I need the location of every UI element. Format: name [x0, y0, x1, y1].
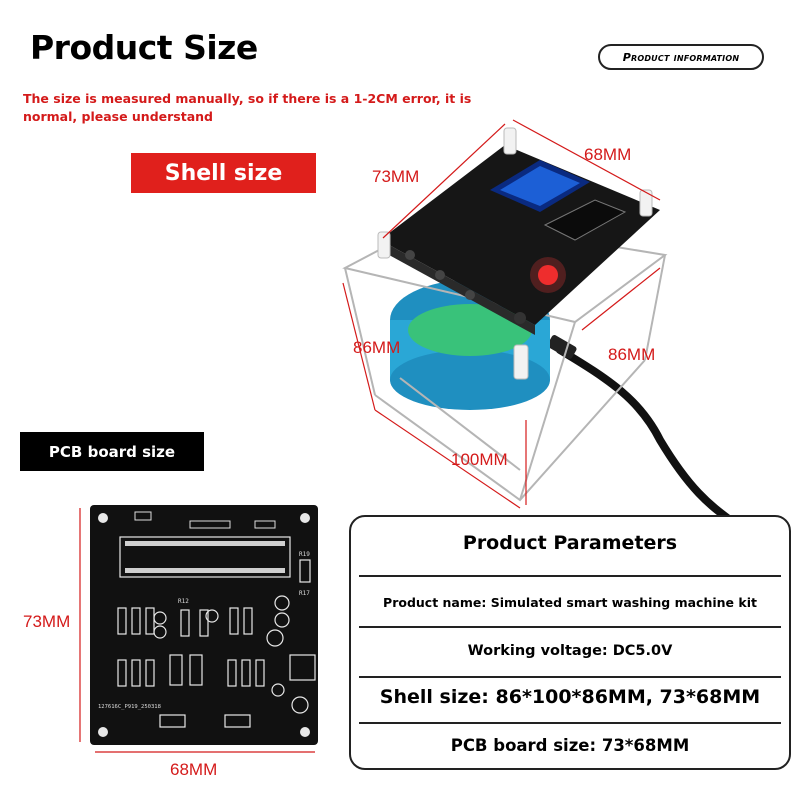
parameters-heading: Product Parameters: [462, 532, 678, 554]
shell-dimension-height: 100MM: [451, 450, 508, 469]
parameter-pcb-board-size: PCB board size: 73*68MM: [450, 736, 690, 755]
parameter-product-name: Product name: Simulated smart washing ma…: [383, 595, 757, 610]
shell-dimension-top-left: 73MM: [372, 167, 420, 186]
parameter-working-voltage: Working voltage: DC5.0V: [467, 643, 673, 659]
measurement-note: The size is measured manually, so if the…: [23, 91, 472, 124]
shell-dimension-side-left: 86MM: [353, 338, 401, 357]
svg-text:R12: R12: [178, 598, 189, 605]
shell-size-label: Shell size: [131, 153, 316, 193]
svg-text:R19: R19: [299, 551, 310, 558]
svg-text:R17: R17: [299, 590, 310, 597]
pcb-dimension-width: 68MM: [170, 760, 218, 779]
divider: [359, 575, 781, 577]
page-title: Product Size: [30, 28, 258, 67]
product-parameters-panel: Product Parameters Product name: Simulat…: [349, 515, 791, 770]
pcb-dimension-height: 73MM: [23, 612, 71, 631]
svg-text:127616C_P919_250318: 127616C_P919_250318: [98, 704, 161, 710]
product-information-badge: Product information: [598, 44, 764, 70]
divider: [359, 676, 781, 678]
parameter-shell-size: Shell size: 86*100*86MM, 73*68MM: [379, 686, 761, 708]
shell-dimension-side-right: 86MM: [608, 345, 656, 364]
pcb-board-size-label: PCB board size: [20, 432, 204, 471]
shell-dimension-top-right: 68MM: [584, 145, 632, 164]
divider: [359, 722, 781, 724]
divider: [359, 626, 781, 628]
